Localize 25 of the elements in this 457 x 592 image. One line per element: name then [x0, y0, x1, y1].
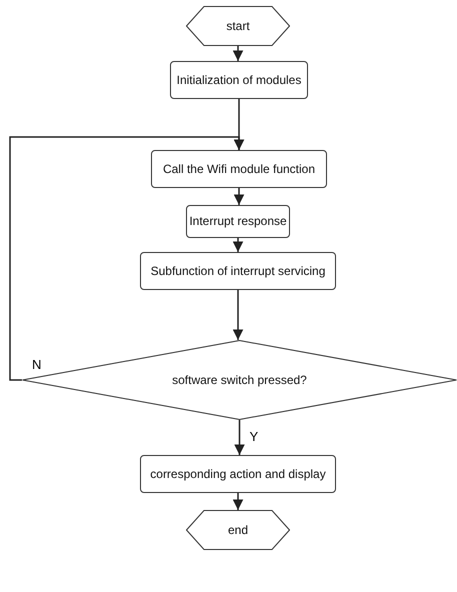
decision-diamond	[22, 340, 457, 420]
process-box	[151, 150, 327, 188]
node-text: corresponding action and display	[149, 466, 327, 482]
node-text: Call the Wifi module function	[162, 162, 316, 176]
arrow	[232, 290, 244, 340]
edge-label: Y	[248, 430, 260, 443]
node-text: Interrupt response	[188, 214, 288, 229]
process-box	[140, 252, 336, 290]
edge-label: N	[30, 358, 44, 371]
process-box	[140, 455, 336, 493]
arrow	[9, 136, 244, 381]
process-box	[186, 205, 290, 238]
terminal-hexagon	[186, 510, 290, 550]
terminal-hexagon	[186, 6, 290, 46]
node-text: Subfunction of interrupt servicing	[150, 264, 326, 278]
node-text: software switch pressed?	[171, 372, 308, 388]
node-text: Initialization of modules	[176, 72, 302, 88]
arrow	[232, 46, 244, 61]
process-box	[170, 61, 308, 99]
arrow	[234, 420, 245, 455]
arrow	[232, 493, 244, 510]
node-text: end	[226, 522, 250, 538]
arrow	[234, 188, 244, 205]
arrow	[232, 238, 244, 252]
node-text: start	[225, 18, 251, 34]
